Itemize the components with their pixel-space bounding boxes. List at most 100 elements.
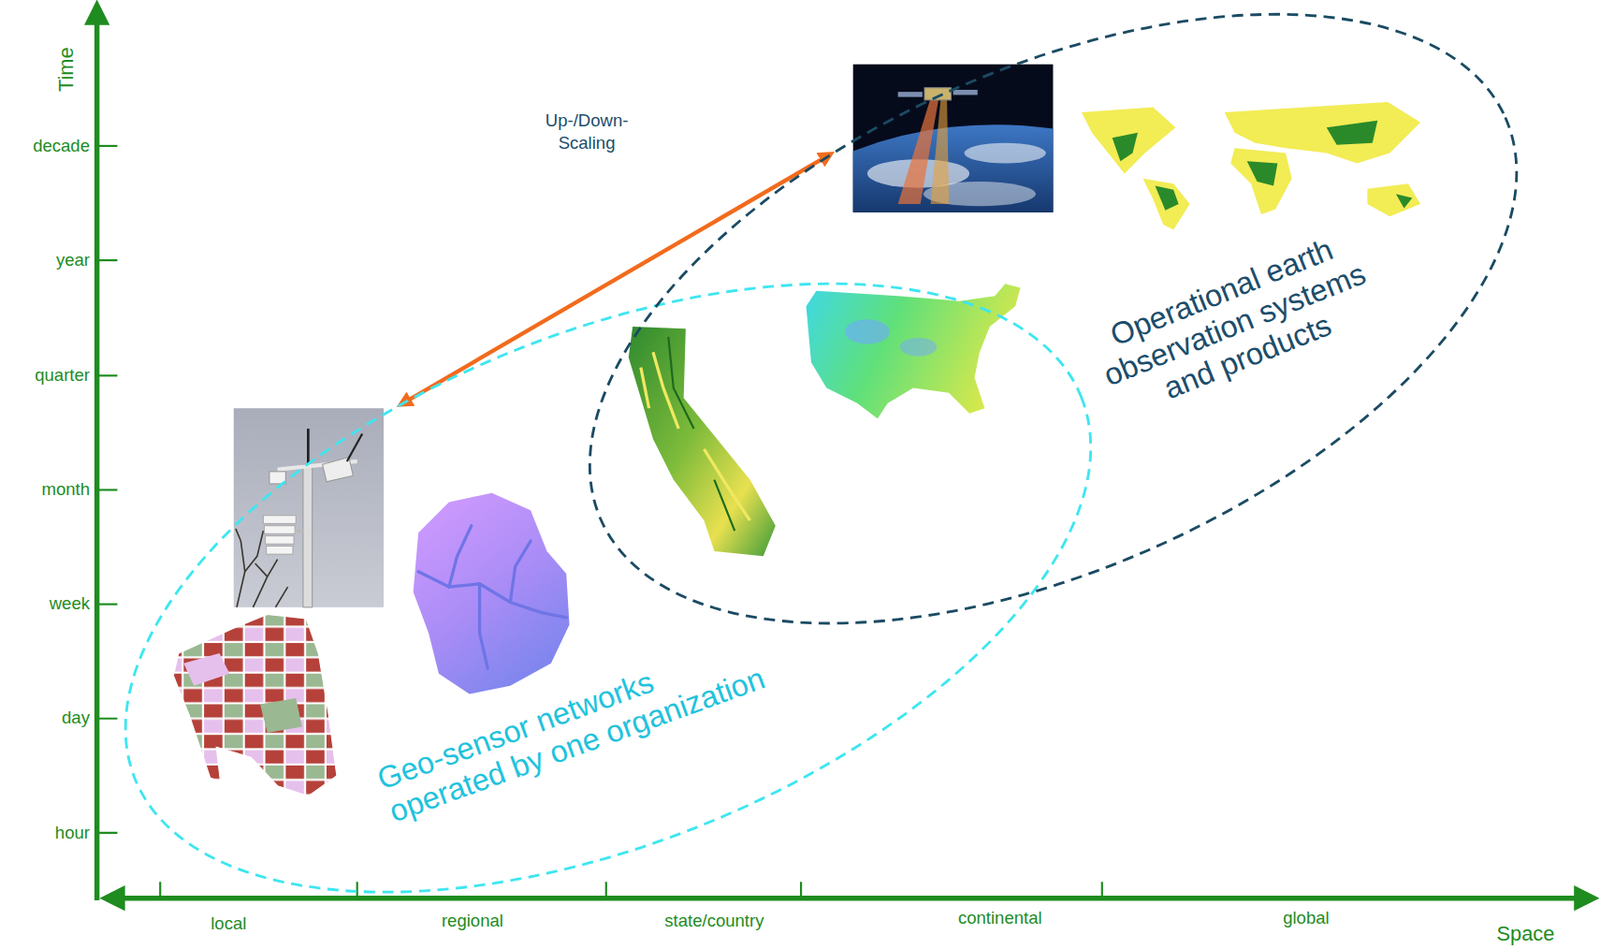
satellite-image (964, 143, 1047, 164)
world-vegetation-map (1155, 185, 1179, 210)
california-map (628, 326, 776, 556)
weather-station-photo (303, 464, 313, 608)
axis-tick-label: state/country (664, 911, 764, 931)
weather-station-photo (233, 407, 384, 608)
axis-tick-label: hour (55, 822, 90, 843)
world-vegetation-map (1112, 132, 1138, 162)
axis-title: Space (1496, 921, 1555, 946)
california-map (713, 480, 735, 532)
axis-tick-label: day (61, 708, 90, 728)
region-label: Geo-sensor networks operated by one orga… (373, 624, 781, 830)
region-ellipse: Geo-sensor networks operated by one orga… (121, 279, 1095, 897)
watershed-elevation-map (413, 493, 570, 695)
axis-ticks (356, 881, 359, 898)
world-vegetation-map (1081, 107, 1176, 175)
axis-tick-label: continental (958, 908, 1043, 929)
axis-title: Time (54, 46, 78, 92)
weather-station-photo (275, 586, 288, 608)
watershed-elevation-map (418, 525, 567, 670)
world-vegetation-map (1367, 183, 1421, 217)
weather-station-photo (236, 540, 246, 608)
watershed-elevation-map (449, 525, 472, 587)
dashed-ellipse (585, 10, 1521, 627)
axis-ticks (159, 881, 161, 898)
space-axis (112, 895, 1587, 901)
satellite-image (930, 98, 950, 204)
weather-station-photo (245, 530, 264, 572)
satellite-image (953, 89, 978, 95)
axis-ticks (97, 603, 118, 606)
region-ellipse: Operational earth observation systems an… (585, 10, 1521, 627)
axis-tick-label: decade (32, 135, 90, 156)
field-parcel-map (260, 698, 303, 733)
weather-station-photo (252, 559, 277, 608)
axis-tick-label: week (49, 594, 90, 614)
usa-map (900, 337, 937, 357)
axis-ticks (97, 145, 118, 147)
axis-ticks (605, 881, 608, 898)
watershed-elevation-map (418, 571, 567, 618)
usa-map (806, 283, 1021, 419)
world-vegetation-map (1081, 101, 1421, 230)
weather-station-photo (306, 428, 310, 465)
axis-ticks (97, 374, 118, 377)
axis-ticks (97, 259, 118, 262)
field-parcel-map (173, 614, 336, 797)
california-map (668, 336, 735, 531)
california-map (640, 351, 751, 521)
usa-map (844, 319, 890, 344)
axis-tick-label: local (210, 913, 247, 933)
satellite-image (853, 64, 1054, 213)
world-vegetation-map (1142, 178, 1190, 231)
world-vegetation-map (1247, 160, 1279, 186)
axis-ticks (800, 881, 802, 898)
weather-station-photo (322, 457, 354, 482)
axis-tick-label: month (41, 480, 90, 500)
field-parcel-map (183, 653, 230, 686)
california-map (640, 367, 650, 409)
weather-station-photo (263, 525, 295, 535)
weather-station-photo (255, 563, 268, 577)
weather-station-photo (235, 528, 241, 541)
satellite-image (853, 124, 1054, 213)
axis-tick-label: quarter (34, 365, 90, 386)
weather-station-photo (347, 433, 363, 461)
weather-station-photo (294, 528, 304, 532)
usa-map (806, 283, 1021, 419)
axes (97, 12, 1587, 901)
california-map (668, 336, 694, 429)
world-vegetation-map (1230, 147, 1292, 215)
field-parcel-map (173, 614, 336, 797)
axis-ticks (97, 717, 118, 720)
weather-station-photo (266, 545, 293, 554)
weather-station-photo (265, 536, 295, 545)
axis-ticks (97, 145, 1103, 899)
dashed-ellipse (121, 279, 1095, 897)
axis-ticks (1101, 881, 1104, 898)
satellite-image (853, 64, 1054, 213)
weather-station-photo (262, 515, 296, 524)
satellite-image (924, 87, 951, 101)
edge-label: Up-/Down- Scaling (530, 110, 643, 156)
california-map (628, 326, 776, 556)
axis-tick-label: global (1282, 908, 1329, 929)
axis-tick-label: year (56, 249, 90, 270)
axis-tick-label: regional (441, 911, 504, 931)
region-label: Operational earth observation systems an… (1073, 218, 1397, 431)
axis-ticks (97, 488, 118, 491)
watershed-elevation-map (480, 583, 489, 670)
world-vegetation-map (1081, 101, 1421, 230)
ellipse-outline (121, 279, 1095, 897)
axis-ticks (97, 831, 118, 834)
world-vegetation-map (1396, 193, 1412, 208)
weather-station-photo (233, 407, 384, 608)
satellite-image (898, 91, 923, 97)
world-vegetation-map (1112, 120, 1413, 211)
watershed-elevation-map (413, 493, 570, 695)
ellipse-outline (585, 10, 1521, 627)
watershed-elevation-map (509, 540, 531, 602)
world-vegetation-map (1326, 120, 1379, 146)
